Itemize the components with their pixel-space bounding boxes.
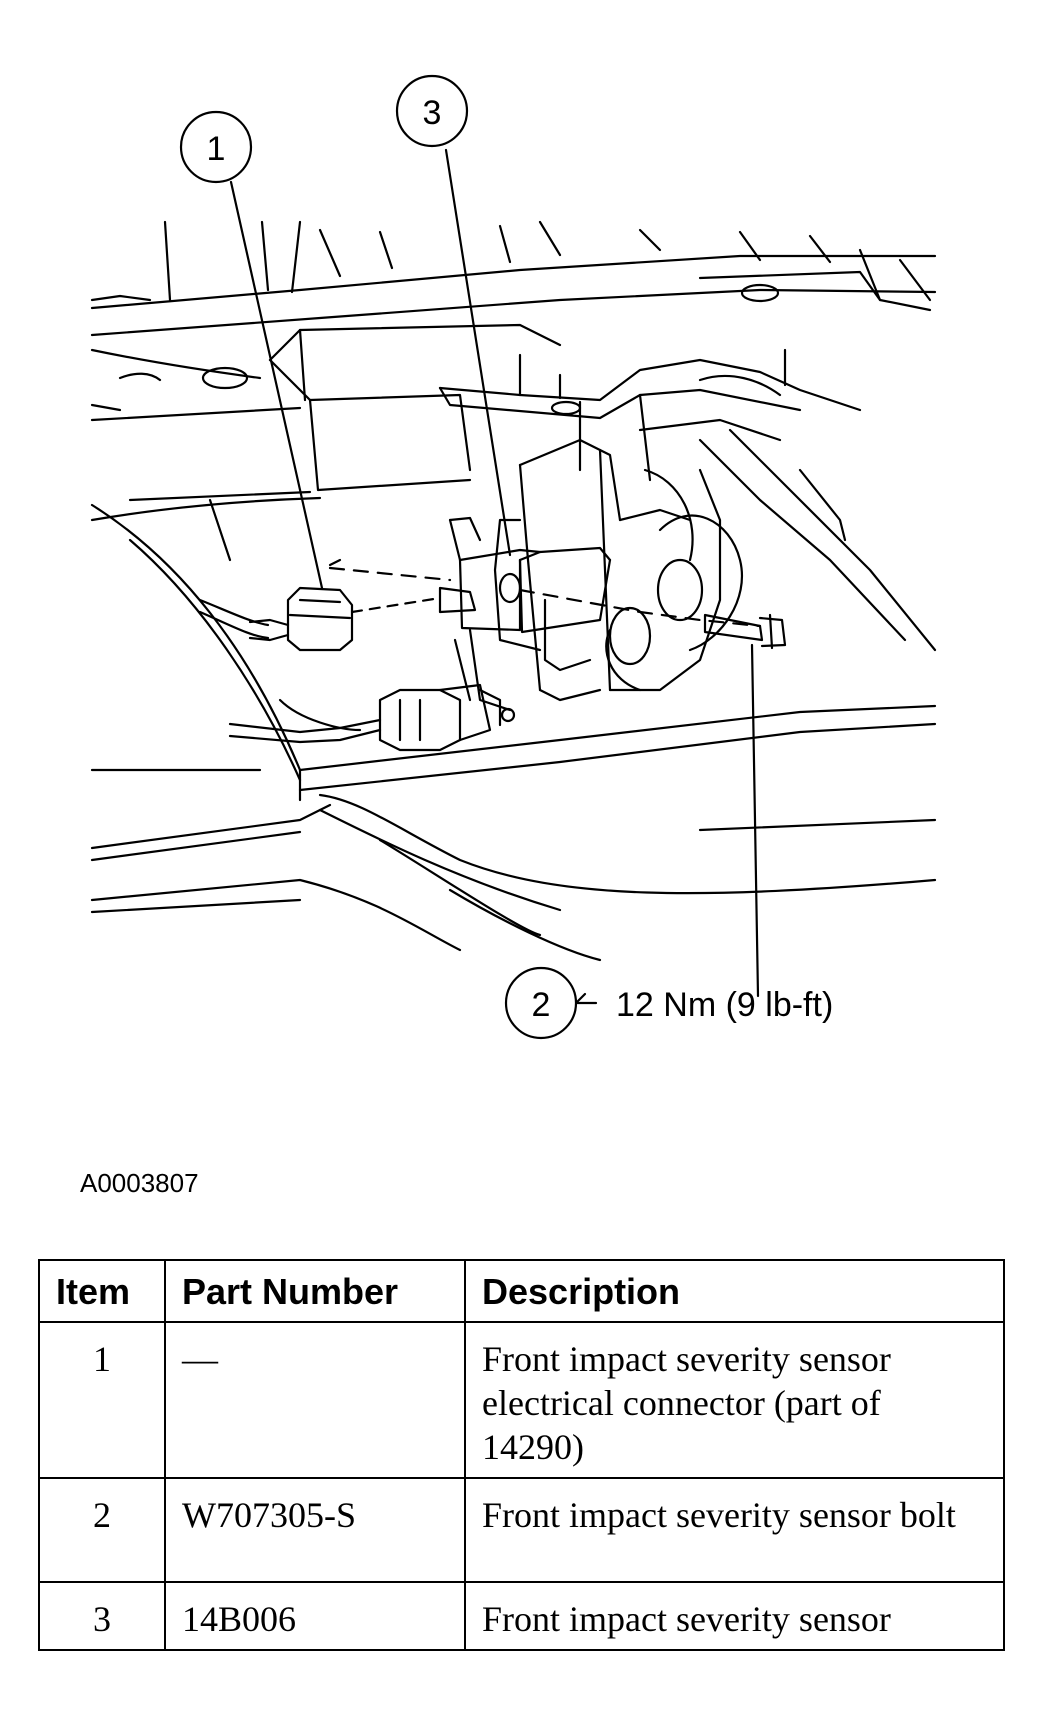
parts-table: Item Part Number Description 1 — Front i… (38, 1259, 1005, 1651)
row-part-number: W707305-S (164, 1477, 466, 1583)
crossmember-block (90, 323, 562, 562)
upper-body-panel (90, 220, 937, 422)
header-part-number: Part Number (164, 1259, 466, 1323)
electrical-connector (198, 558, 477, 652)
callout-3: 3 (395, 74, 469, 148)
svg-text:2: 2 (532, 986, 551, 1024)
sensor-bolt (518, 588, 787, 650)
row-description: Front impact severity sensor electrical … (464, 1321, 1005, 1479)
hood-latch-assembly (438, 348, 937, 702)
row-description: Front impact severity sensor bolt (464, 1477, 1005, 1583)
leader-lines (229, 148, 760, 1005)
row-part-number: 14B006 (164, 1581, 466, 1651)
torque-spec: 12 Nm (9 lb-ft) (616, 986, 833, 1024)
row-item: 3 (38, 1581, 166, 1651)
figure-id: A0003807 (80, 1168, 199, 1198)
svg-text:1: 1 (207, 130, 226, 168)
lower-panel (90, 503, 937, 962)
callout-2: 2 (504, 966, 578, 1040)
impact-sensor (448, 516, 612, 712)
table-row: 3 14B006 Front impact severity sensor (38, 1581, 1005, 1651)
table-row: 2 W707305-S Front impact severity sensor… (38, 1477, 1005, 1583)
row-item: 1 (38, 1321, 166, 1479)
header-description: Description (464, 1259, 1005, 1323)
sensor-installation-diagram: 1 3 2 12 Nm (9 lb-ft) (90, 74, 937, 1040)
svg-text:3: 3 (423, 94, 442, 132)
callout-1: 1 (179, 110, 253, 184)
table-row: 1 — Front impact severity sensor electri… (38, 1321, 1005, 1479)
row-description: Front impact severity sensor (464, 1581, 1005, 1651)
table-header-row: Item Part Number Description (38, 1259, 1005, 1323)
header-item: Item (38, 1259, 166, 1323)
row-item: 2 (38, 1477, 166, 1583)
row-part-number: — (164, 1321, 466, 1479)
